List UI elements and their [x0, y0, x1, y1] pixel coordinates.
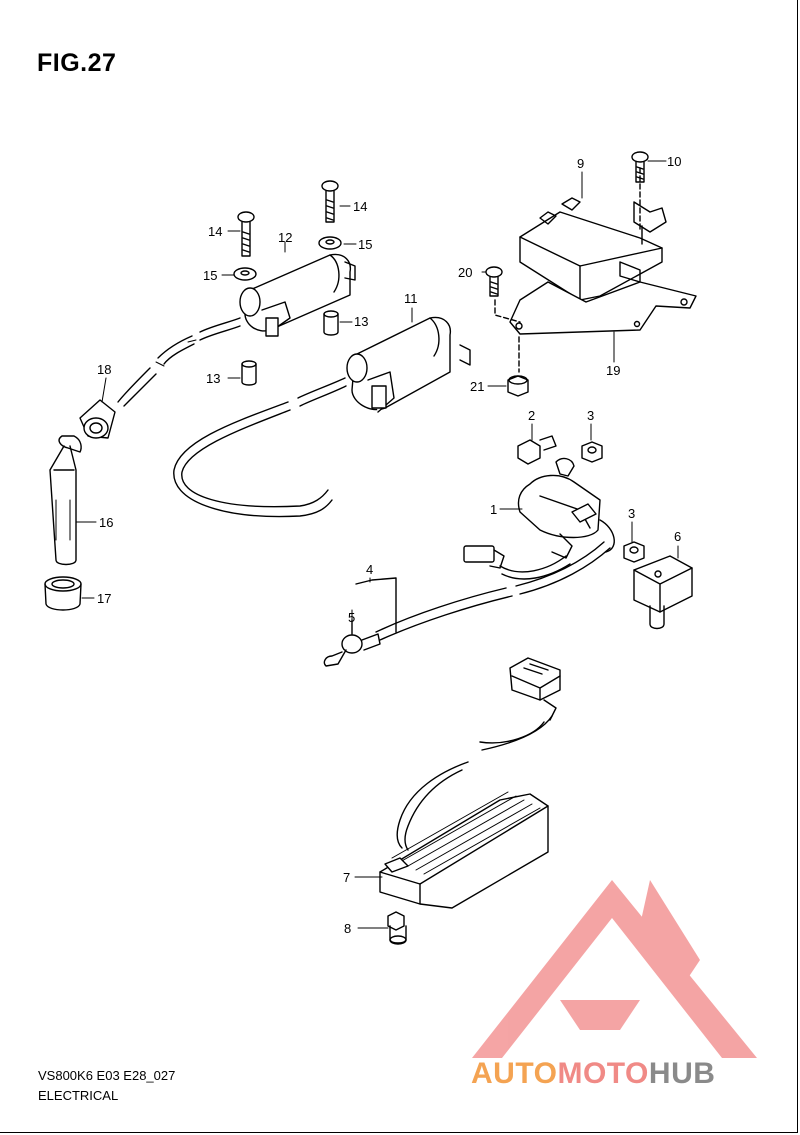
relay-harness [463, 541, 611, 595]
ignition-coil-lower [173, 316, 471, 518]
callout-8: 8 [344, 921, 352, 936]
callout-1: 1 [490, 502, 498, 517]
callout-9: 9 [577, 156, 585, 171]
collar-13-upper-icon [323, 310, 339, 336]
plug-cover-17-icon [44, 576, 82, 611]
ignition-coil-upper [199, 253, 356, 341]
regulator-rectifier [379, 791, 549, 909]
watermark-logo-icon [472, 880, 757, 1058]
plug-cord-upper [117, 335, 197, 407]
bolt-14-right-icon [321, 180, 339, 223]
callout-15-right: 15 [358, 237, 373, 252]
bolt-8-icon [387, 911, 407, 945]
figure-title: FIG.27 [37, 49, 117, 77]
watermark-hub: HUB [648, 1057, 716, 1090]
watermark-text: AUTOMOTOHUB [471, 1057, 715, 1091]
ground-wire-4 [323, 577, 513, 667]
callout-20: 20 [458, 265, 473, 280]
starter-relay [517, 457, 615, 559]
callout-11: 11 [404, 291, 418, 306]
leader-lines [75, 160, 679, 929]
callout-13-lower: 13 [206, 371, 221, 386]
callout-7: 7 [343, 870, 351, 885]
screw-20-icon [485, 266, 503, 297]
ignitor-bracket [494, 167, 697, 335]
bolt-2-icon [517, 435, 557, 465]
nut-3-lower-icon [623, 541, 645, 563]
nut-21-icon [507, 336, 529, 397]
callout-5: 5 [348, 610, 356, 625]
ignitor-unit [519, 197, 667, 301]
nut-3-upper-icon [581, 441, 603, 463]
screw-10-icon [631, 151, 649, 183]
callout-2: 2 [528, 408, 536, 423]
callout-3-upper: 3 [587, 408, 595, 423]
watermark-auto: AUTO [471, 1057, 558, 1090]
callout-12: 12 [278, 230, 293, 245]
collar-13-lower-icon [241, 360, 257, 386]
callout-4: 4 [366, 562, 374, 577]
regulator-connector [396, 657, 561, 851]
callout-19: 19 [606, 363, 621, 378]
callout-13-upper: 13 [354, 314, 369, 329]
callout-21: 21 [470, 379, 485, 394]
callout-14-left: 14 [208, 224, 223, 239]
sensor-6 [633, 555, 693, 630]
plug-cap-18-icon [79, 399, 116, 439]
callout-18: 18 [97, 362, 112, 377]
callout-14-right: 14 [353, 199, 368, 214]
callout-10: 10 [667, 154, 682, 169]
washer-15-right-icon [318, 236, 342, 250]
callout-16: 16 [99, 515, 114, 530]
section-name: ELECTRICAL [38, 1088, 119, 1103]
callout-6: 6 [674, 529, 682, 544]
washer-15-left-icon [233, 267, 257, 281]
model-code: VS800K6 E03 E28_027 [38, 1068, 176, 1083]
spark-plug-boot-16 [49, 435, 82, 566]
callout-15-left: 15 [203, 268, 218, 283]
bolt-14-left-icon [237, 211, 255, 257]
watermark-moto: MOTO [557, 1057, 649, 1090]
callout-17: 17 [97, 591, 112, 606]
callout-3-lower: 3 [628, 506, 636, 521]
